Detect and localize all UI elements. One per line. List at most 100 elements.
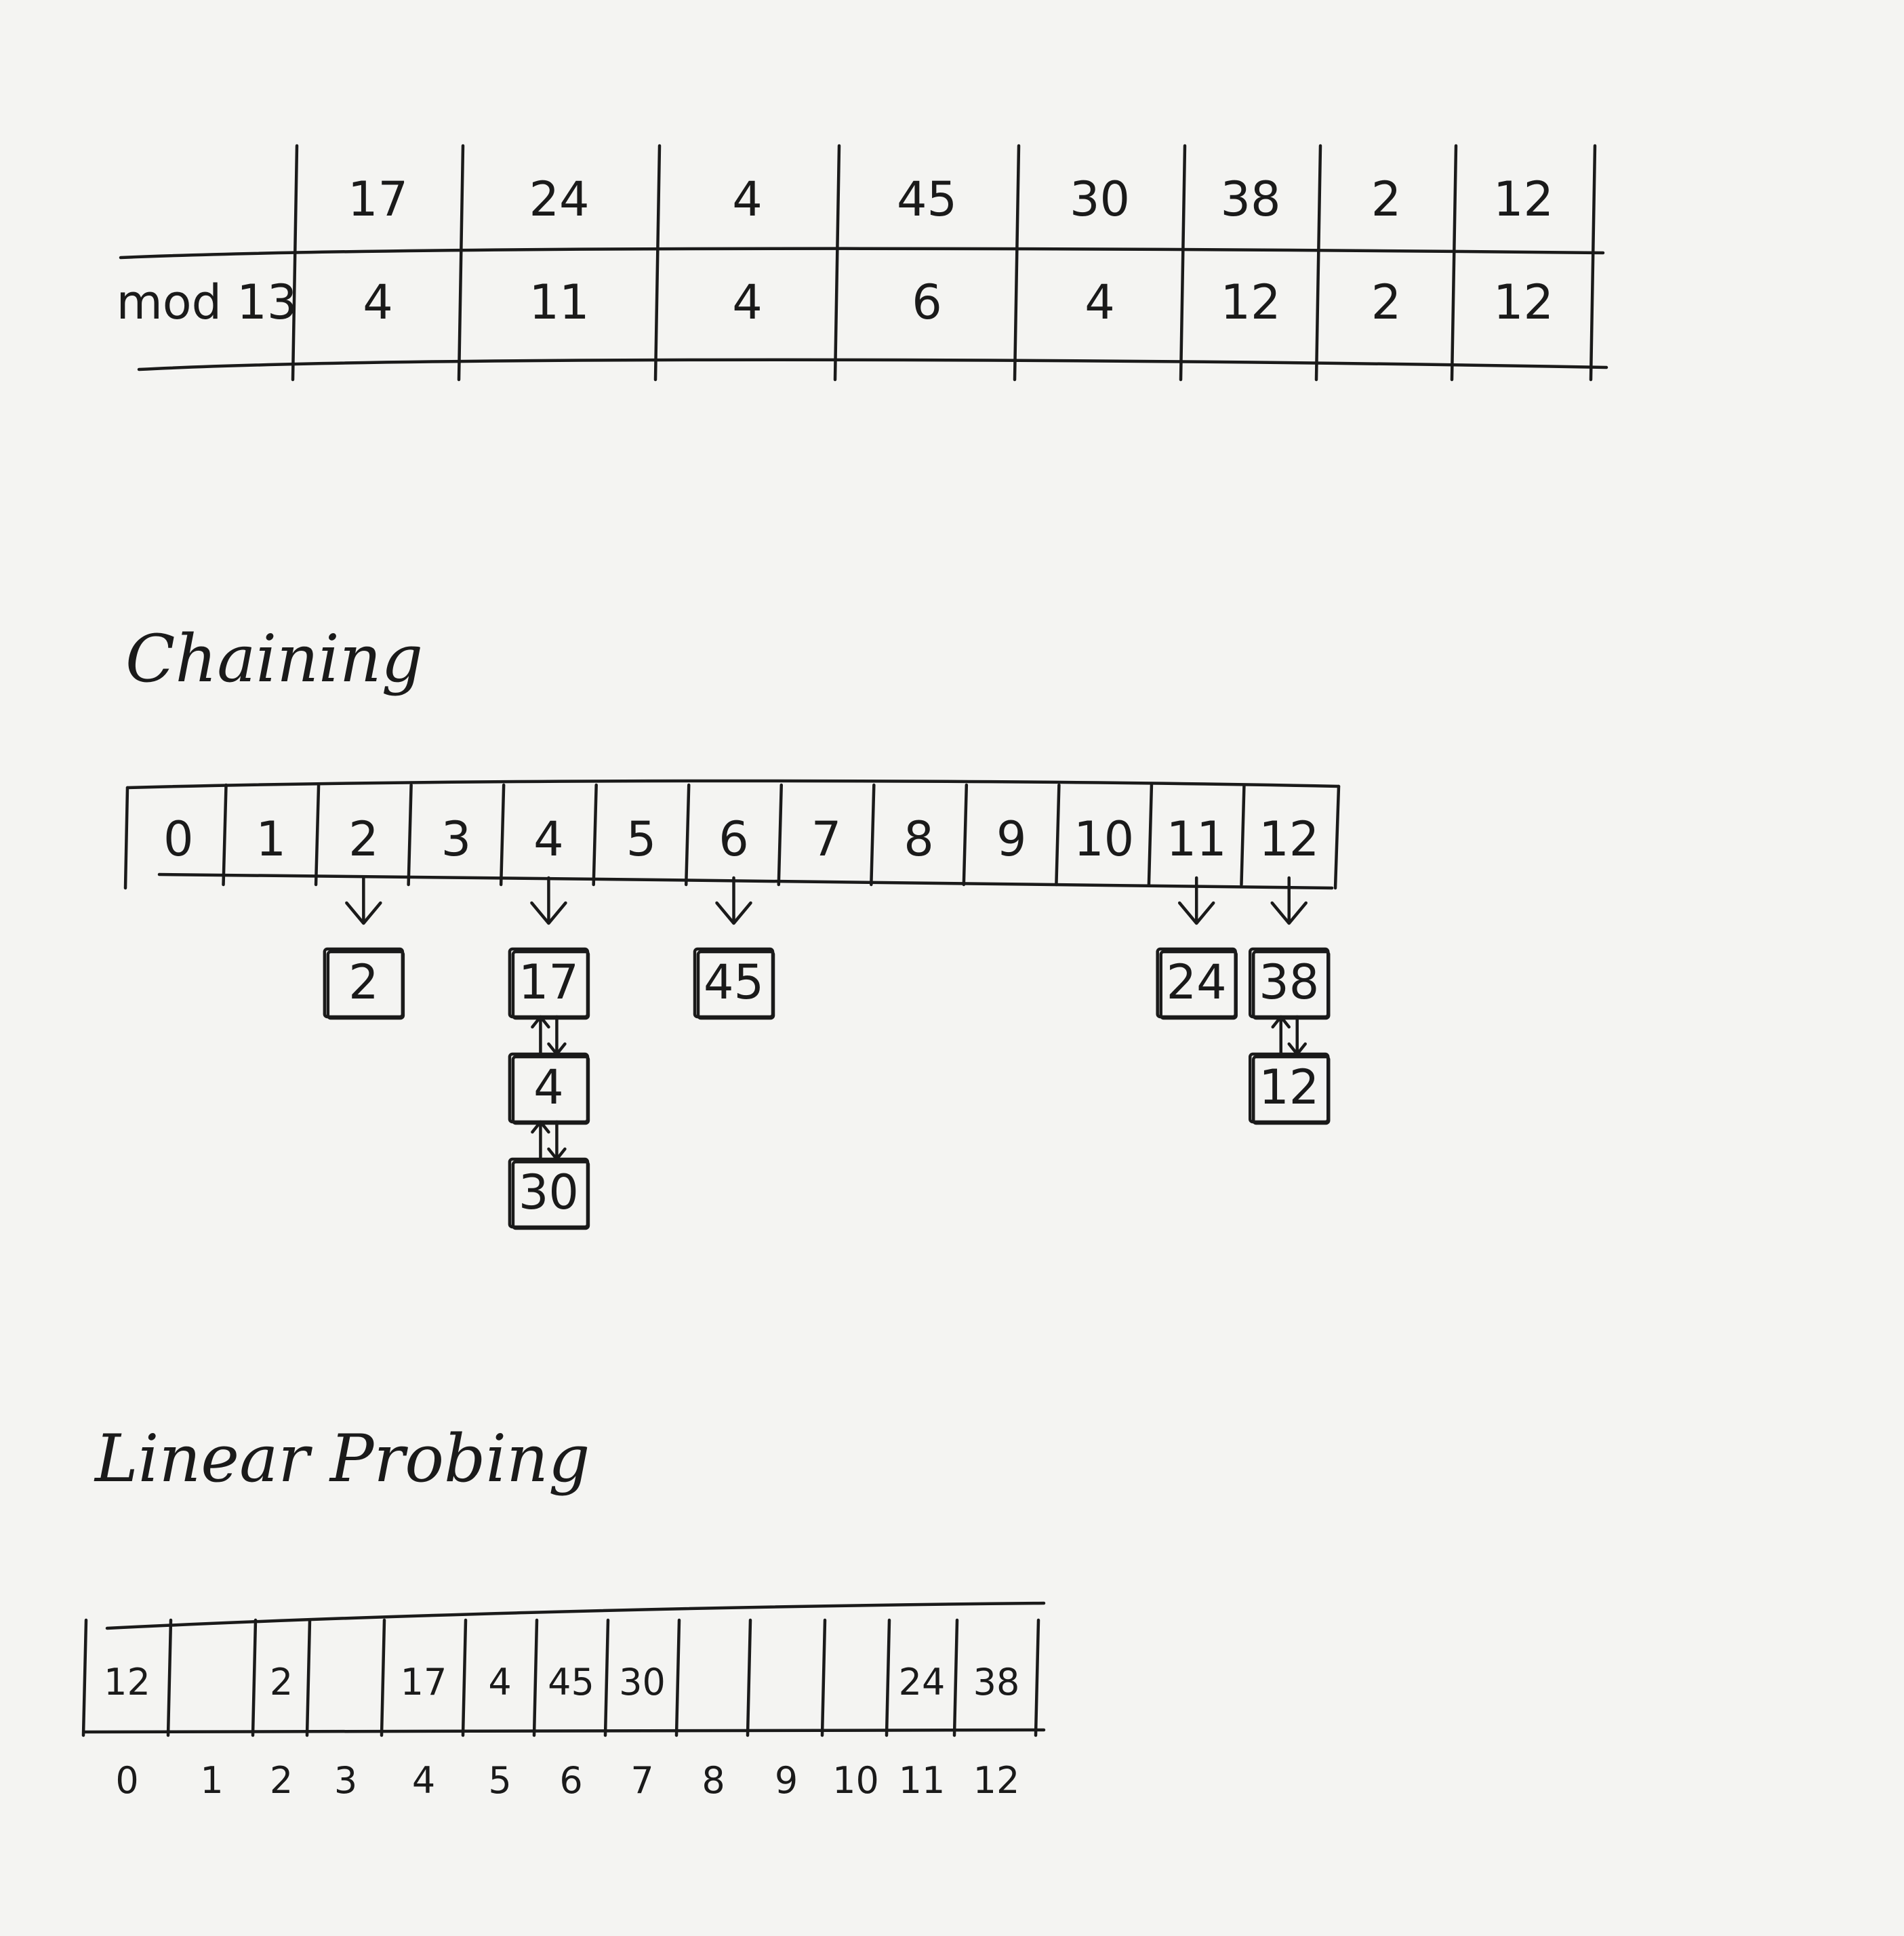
- chaining-divider: [962, 783, 969, 887]
- probing-divider: [885, 1618, 891, 1737]
- hash-table-divider: [653, 144, 662, 382]
- chaining-divider: [684, 783, 691, 887]
- probing-index: 10: [832, 1759, 879, 1802]
- probing-divider: [305, 1618, 312, 1737]
- chaining-title: Chaining: [125, 621, 423, 697]
- hash-table-divider: [1314, 144, 1322, 382]
- chain-node-value: 2: [348, 954, 379, 1010]
- chain-node-box-stroke: [1251, 1055, 1331, 1125]
- chaining-array-left-edge: [123, 786, 129, 890]
- chaining-index: 3: [441, 811, 472, 867]
- chain-arrowhead: [715, 901, 752, 925]
- chaining-index: 9: [996, 811, 1027, 867]
- hash-table-divider: [1450, 144, 1458, 382]
- chain-node-box-stroke: [326, 950, 405, 1020]
- chain-arrowhead: [1270, 901, 1308, 925]
- chain-node-box-stroke: [1159, 950, 1238, 1020]
- probing-slot-value: 17: [401, 1661, 447, 1703]
- chaining-index: 10: [1074, 811, 1134, 867]
- chain-link-down-arrow: [1287, 1015, 1307, 1056]
- chaining-divider: [1240, 783, 1246, 887]
- chain-node-value: 12: [1259, 1060, 1319, 1115]
- chain-node-value: 4: [533, 1060, 564, 1115]
- chaining-array-bottom: [157, 872, 1334, 890]
- hash-table-dividers: [291, 144, 1597, 382]
- hash-table-divider: [1589, 144, 1597, 382]
- chain-node-box-stroke: [1251, 950, 1331, 1020]
- chaining-index: 7: [811, 811, 842, 867]
- chain-link-up-arrow: [1271, 1015, 1291, 1056]
- probing-divider: [81, 1618, 88, 1737]
- hash-table-middle-line: [119, 247, 1605, 260]
- probing-slot-value: 4: [488, 1661, 511, 1703]
- probing-array-bottom: [83, 1728, 1046, 1734]
- probing-index: 8: [702, 1759, 725, 1802]
- chain-node-value: 17: [519, 954, 579, 1010]
- chaining-index: 4: [533, 811, 564, 867]
- chaining-array-top: [125, 779, 1341, 790]
- probing-index: 12: [973, 1759, 1020, 1802]
- chaining-index: 8: [904, 811, 934, 867]
- chaining-dividers: [222, 783, 1246, 887]
- chaining-index: 1: [256, 811, 287, 867]
- chain-node-box-stroke: [511, 950, 590, 1020]
- chain-node-value: 30: [519, 1165, 579, 1220]
- chain-arrowhead: [530, 901, 567, 925]
- chaining-index: 0: [163, 811, 194, 867]
- chain-node-box-stroke: [511, 1160, 590, 1230]
- probing-index: 1: [200, 1759, 223, 1802]
- chaining-index: 6: [718, 811, 749, 867]
- chain-link-down-arrow: [547, 1015, 567, 1056]
- chaining-index: 12: [1259, 811, 1319, 867]
- hash-table-divider: [1013, 144, 1021, 382]
- probing-dividers: [81, 1618, 1040, 1737]
- probing-divider: [746, 1618, 752, 1737]
- chain-node-box-stroke: [511, 1055, 590, 1125]
- chain-link-down-arrow: [547, 1120, 567, 1161]
- hash-table-divider: [457, 144, 465, 382]
- probing-divider: [251, 1618, 258, 1737]
- hash-table-hash: 2: [1371, 275, 1402, 330]
- probing-divider: [166, 1618, 173, 1737]
- hash-table-key: 2: [1371, 172, 1402, 227]
- chaining-divider: [407, 783, 413, 887]
- chain-node-value: 45: [704, 954, 764, 1010]
- hash-table-hash: 12: [1493, 275, 1554, 330]
- chain-arrowhead: [345, 901, 382, 925]
- hash-table-key: 30: [1070, 172, 1130, 227]
- probing-divider: [1034, 1618, 1040, 1737]
- probing-divider: [380, 1618, 386, 1737]
- chaining-divider: [499, 783, 506, 887]
- chaining-divider: [592, 783, 598, 887]
- probing-slot-value: 30: [619, 1661, 666, 1703]
- hash-table-hash: 4: [1085, 275, 1115, 330]
- hash-table-divider: [833, 144, 841, 382]
- probing-index: 4: [412, 1759, 435, 1802]
- probing-divider: [461, 1618, 468, 1737]
- probing-divider: [532, 1618, 539, 1737]
- hash-table-key: 24: [529, 172, 589, 227]
- chain-node-box-stroke: [696, 950, 775, 1020]
- hash-table-hash: 12: [1220, 275, 1280, 330]
- probing-index: 0: [115, 1759, 138, 1802]
- probing-index: 6: [559, 1759, 582, 1802]
- hash-table-key: 4: [732, 172, 763, 227]
- probing-index: 5: [488, 1759, 511, 1802]
- chaining-index: 2: [348, 811, 379, 867]
- probing-slot-value: 2: [270, 1661, 293, 1703]
- probing-divider: [674, 1618, 681, 1737]
- chain-arrowhead: [1177, 901, 1215, 925]
- chain-link-up-arrow: [531, 1120, 550, 1161]
- probing-index: 7: [630, 1759, 653, 1802]
- hash-table-hash: 4: [363, 275, 393, 330]
- probing-index: 2: [270, 1759, 293, 1802]
